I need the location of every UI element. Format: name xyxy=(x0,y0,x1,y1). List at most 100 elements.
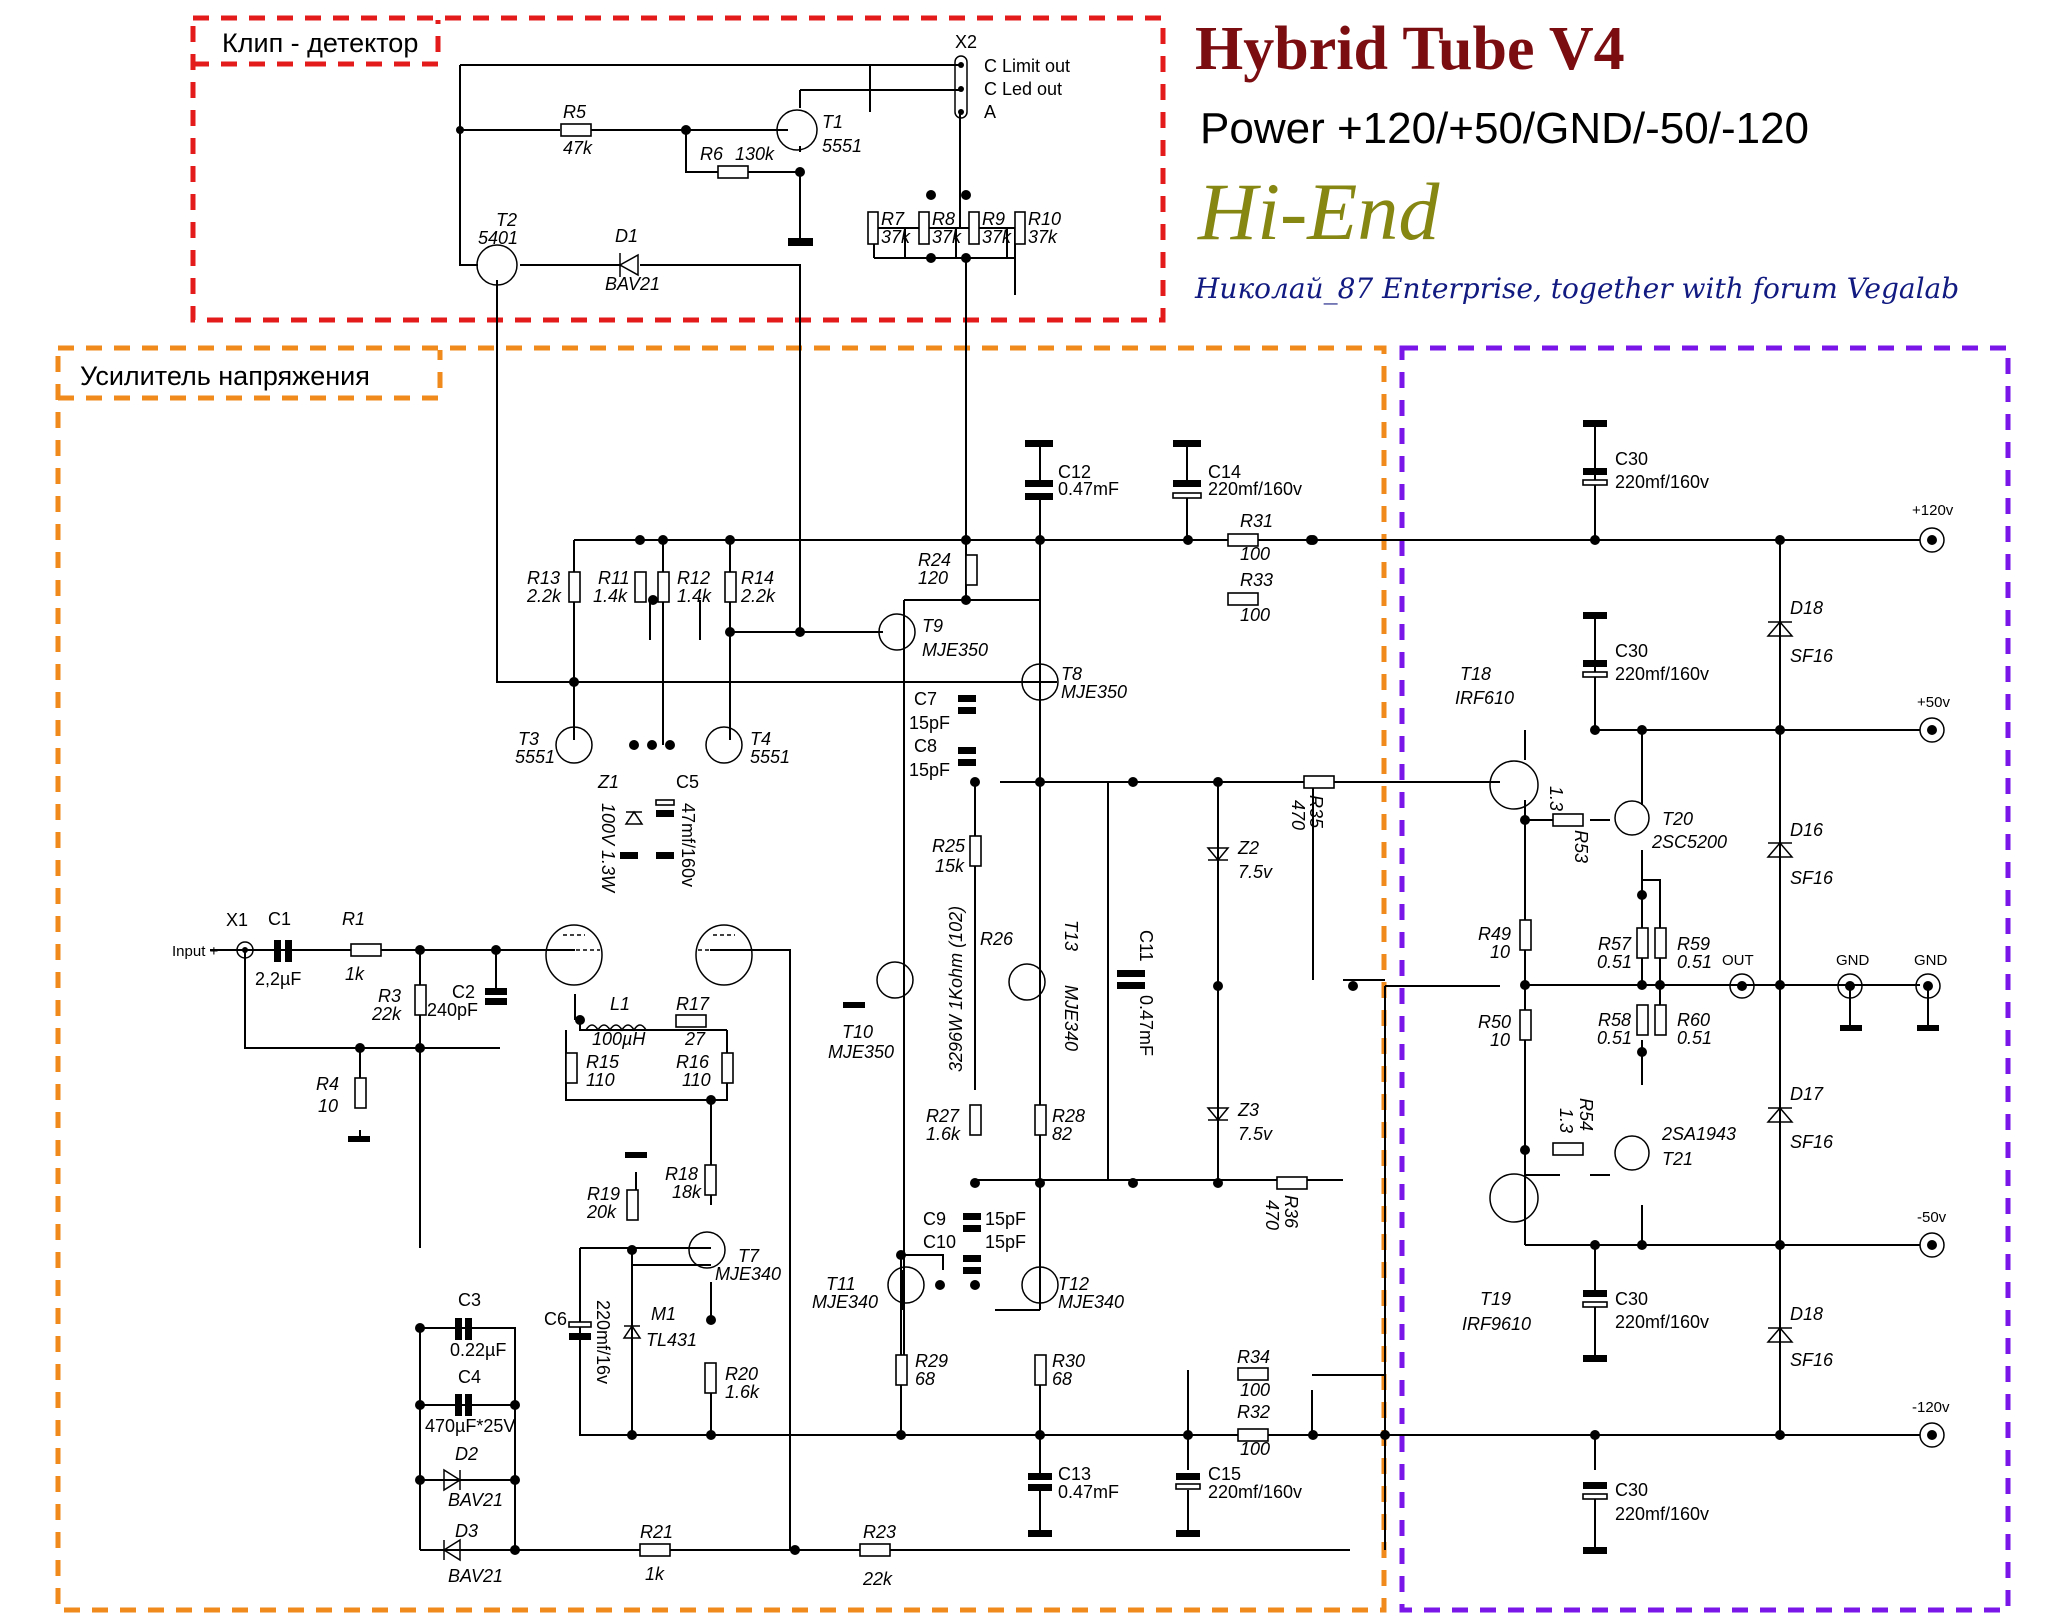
component-label: BAV21 xyxy=(605,274,660,294)
resistors-vas xyxy=(350,533,1335,1557)
terminal-gnd-2[interactable]: GND xyxy=(1914,952,1948,999)
schematic-shape xyxy=(1636,1004,1649,1036)
x2-ref: X2 xyxy=(955,32,977,52)
component-label: D3 xyxy=(455,1521,478,1541)
component-label: L1 xyxy=(610,994,630,1014)
schematic-shape xyxy=(688,1231,726,1269)
schematic-shape xyxy=(1583,1547,1607,1554)
schematic-shape xyxy=(935,1280,945,1290)
schematic-shape xyxy=(1213,1178,1223,1188)
component-label: C6 xyxy=(544,1309,567,1329)
component-label: 1k xyxy=(345,964,365,984)
output-stage-box xyxy=(1399,345,2011,1613)
terminal-plus120[interactable]: +120v xyxy=(1912,502,1954,553)
component-label: 15pF xyxy=(909,713,950,733)
schematic-shape xyxy=(658,535,668,545)
component-label: D18 xyxy=(1790,598,1823,618)
schematic-shape xyxy=(1213,981,1223,991)
component-label: 15pF xyxy=(985,1232,1026,1252)
component-label: 0.47mF xyxy=(1058,1482,1119,1502)
schematic-shape xyxy=(1654,1004,1667,1036)
terminal-input[interactable]: X1 Input + xyxy=(172,910,254,960)
schematic-shape xyxy=(958,695,976,702)
terminal-minus50[interactable]: -50v xyxy=(1917,1209,1947,1258)
schematic-shape xyxy=(706,1315,716,1325)
schematic-shape xyxy=(647,740,657,750)
component-label: Z1 xyxy=(597,772,619,792)
component-label: R25 xyxy=(932,836,966,856)
terminal-minus120[interactable]: -120v xyxy=(1912,1399,1950,1448)
terminal-out[interactable]: OUT xyxy=(1722,952,1755,999)
component-label: C30 xyxy=(1615,1480,1648,1500)
schematic-shape xyxy=(545,924,603,986)
component-label: 100V 1.3W xyxy=(598,803,618,894)
schematic-shape xyxy=(1519,919,1532,951)
component-label: R23 xyxy=(863,1522,896,1542)
schematic-shape xyxy=(958,747,976,754)
component-label: R31 xyxy=(1240,511,1273,531)
component-label: 470 xyxy=(1262,1200,1282,1230)
schematic-shape xyxy=(706,1095,716,1105)
component-label: T18 xyxy=(1460,664,1491,684)
x2-connector[interactable]: X2 C Limit out C Led out A xyxy=(954,32,1070,122)
terminal-gnd-1[interactable]: GND xyxy=(1836,952,1870,999)
schematic-shape xyxy=(1655,980,1665,990)
schematic-shape xyxy=(876,961,914,999)
bjt-t20 xyxy=(1614,800,1650,836)
schematic-shape xyxy=(476,244,518,286)
schematic-shape xyxy=(1206,847,1230,862)
schematic-shape xyxy=(1917,1025,1939,1031)
schematic-shape xyxy=(626,1189,639,1221)
schematic-shape xyxy=(1775,535,1785,545)
component-label: 1.6k xyxy=(926,1124,961,1144)
component-label: 5551 xyxy=(822,136,862,156)
schematic-shape xyxy=(1035,777,1045,787)
schematic-shape xyxy=(776,109,818,151)
component-label: R10 xyxy=(1028,209,1061,229)
schematic-shape xyxy=(1276,1176,1308,1190)
schematic-shape xyxy=(565,1052,578,1084)
terminal-plus50[interactable]: +50v xyxy=(1917,694,1950,743)
schematic-shape xyxy=(354,1077,367,1109)
component-label: MJE350 xyxy=(922,640,988,660)
component-label: R4 xyxy=(316,1074,339,1094)
schematic-shape xyxy=(725,627,735,637)
output-resistors xyxy=(1519,813,1667,1156)
component-label: 220mf/160v xyxy=(1615,472,1709,492)
mosfet-t19 xyxy=(1489,1173,1539,1223)
component-label: 68 xyxy=(915,1369,935,1389)
component-label: 220mf/160v xyxy=(1615,664,1709,684)
component-label: 3296W 1Kohm (102) xyxy=(946,906,966,1072)
schematic-shape xyxy=(1227,592,1259,606)
schematic-shape xyxy=(625,1152,647,1158)
schematic-shape xyxy=(1025,480,1053,487)
schematic-shape xyxy=(1520,1145,1530,1155)
component-label: 20k xyxy=(586,1202,617,1222)
component-label: GND xyxy=(1914,952,1948,969)
schematic-shape xyxy=(963,1213,981,1220)
schematic-shape xyxy=(695,924,753,986)
schematic-shape xyxy=(963,1225,981,1232)
schematic-shape xyxy=(1237,1428,1269,1442)
component-label: 220mf/160v xyxy=(1208,1482,1302,1502)
component-label: -120v xyxy=(1912,1399,1950,1416)
component-label: T11 xyxy=(826,1274,856,1294)
schematic-shape xyxy=(896,1250,906,1260)
component-label: 0.51 xyxy=(1677,1028,1712,1048)
mosfet-t18 xyxy=(1489,760,1539,810)
schematic-shape xyxy=(1348,981,1358,991)
component-label: 22k xyxy=(862,1569,893,1589)
component-label: 100 xyxy=(1240,544,1270,564)
schematic-shape xyxy=(958,109,964,115)
component-label: T9 xyxy=(922,616,943,636)
component-label: 47mf/160v xyxy=(678,803,698,887)
schematic-shape xyxy=(1583,1290,1607,1297)
component-label: C7 xyxy=(914,689,937,709)
schematic-shape xyxy=(1845,981,1855,991)
component-label: T3 xyxy=(518,729,539,749)
schematic-shape xyxy=(1590,1430,1600,1440)
component-label: 10 xyxy=(318,1096,338,1116)
schematic-shape xyxy=(1637,1240,1647,1250)
schematic-shape xyxy=(627,1245,637,1255)
